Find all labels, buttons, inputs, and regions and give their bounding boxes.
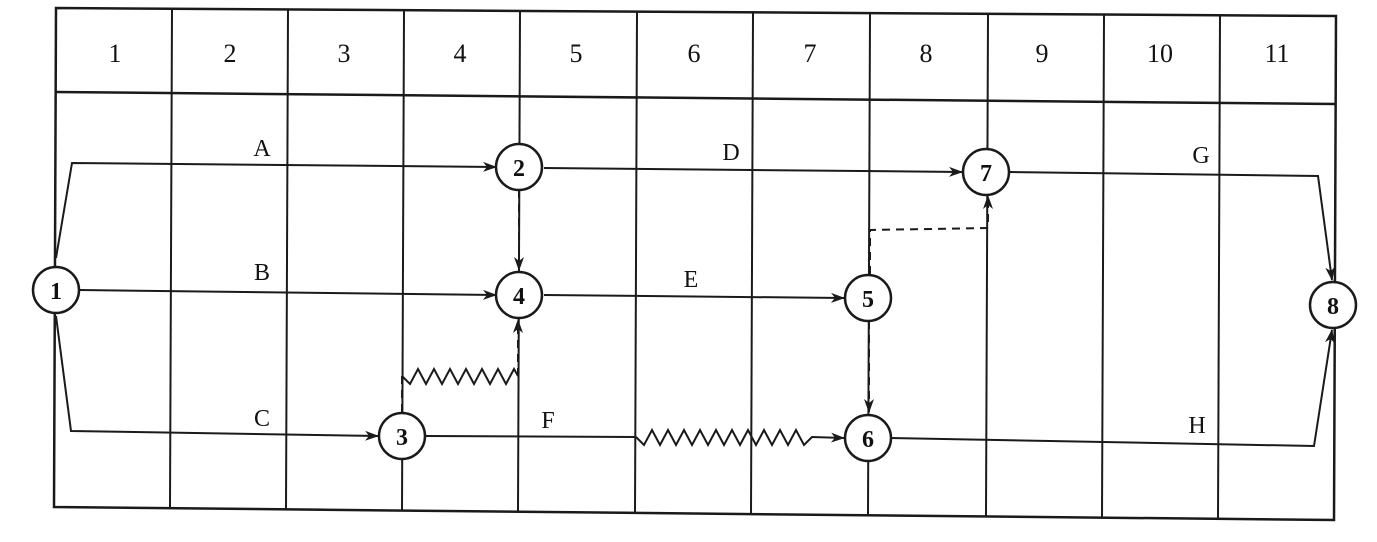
- node-2: 2: [494, 142, 544, 192]
- dummy-3-4-free-float-wave: [401, 366, 519, 387]
- node-label: 2: [513, 156, 525, 182]
- activity-a-arrow: [55, 161, 497, 259]
- activity-g-arrow: [1009, 171, 1336, 281]
- column-divider: [1217, 16, 1221, 519]
- header-divider: [55, 90, 1337, 106]
- node-3: 3: [377, 411, 427, 461]
- node-label: 5: [862, 287, 874, 313]
- dummy-5-7-arrow: [869, 195, 993, 274]
- activity-f-solid-segment: [425, 435, 637, 438]
- column-label: 2: [224, 39, 237, 68]
- column-label: 7: [804, 39, 817, 68]
- node-1: 1: [31, 265, 81, 315]
- node-circle: [843, 413, 893, 463]
- activity-labels: A B C D E F G H: [253, 136, 1209, 439]
- column-divider: [750, 13, 754, 515]
- column-dividers: [169, 9, 1221, 519]
- activity-label-a: A: [253, 136, 271, 162]
- node-label: 4: [513, 284, 525, 310]
- node-circle: [377, 411, 427, 461]
- node-circle: [494, 270, 544, 320]
- node-8: 8: [1308, 280, 1358, 330]
- node-5: 5: [843, 273, 893, 323]
- event-nodes: 1 2 3 4 5 6 7: [31, 142, 1358, 463]
- node-label: 1: [50, 279, 62, 305]
- activity-h-arrow: [889, 329, 1335, 448]
- node-circle: [1308, 280, 1358, 330]
- column-label: 9: [1036, 39, 1049, 68]
- column-label: 8: [920, 39, 933, 68]
- activity-label-e: E: [684, 267, 699, 293]
- column-divider: [285, 10, 289, 510]
- activity-label-c: C: [254, 406, 270, 432]
- activity-e-arrow: [543, 292, 845, 303]
- activity-arrows: [55, 161, 1336, 448]
- activity-f-free-float-wave: [635, 427, 845, 448]
- node-6: 6: [843, 413, 893, 463]
- column-divider: [634, 12, 638, 513]
- node-label: 7: [980, 161, 992, 187]
- node-label: 8: [1327, 294, 1339, 320]
- activity-label-f: F: [541, 408, 554, 434]
- column-label: 4: [454, 39, 467, 68]
- activity-label-h: H: [1188, 413, 1205, 439]
- node-circle: [961, 147, 1011, 197]
- dummy-activities: [401, 190, 993, 413]
- column-label: 1: [109, 39, 122, 68]
- node-label: 3: [396, 425, 408, 451]
- column-divider: [1101, 15, 1105, 518]
- column-label: 11: [1264, 39, 1289, 68]
- activity-label-b: B: [254, 260, 270, 286]
- column-label: 3: [338, 39, 351, 68]
- node-circle: [494, 142, 544, 192]
- node-circle: [843, 273, 893, 323]
- column-divider: [169, 9, 173, 509]
- node-circle: [31, 265, 81, 315]
- node-4: 4: [494, 270, 544, 320]
- column-label: 5: [570, 39, 583, 68]
- node-label: 6: [862, 427, 874, 453]
- activity-label-g: G: [1192, 143, 1209, 169]
- activity-label-d: D: [722, 140, 739, 166]
- node-7: 7: [961, 147, 1011, 197]
- activity-c-arrow: [55, 315, 379, 441]
- column-label: 10: [1147, 39, 1173, 68]
- grid-outer-border: [52, 6, 1338, 522]
- activity-b-arrow: [79, 289, 497, 300]
- column-divider: [985, 14, 989, 517]
- activity-d-arrow: [543, 166, 963, 177]
- column-header-row: 1 2 3 4 5 6 7 8 9 10 11: [109, 39, 1290, 68]
- column-label: 6: [688, 39, 701, 68]
